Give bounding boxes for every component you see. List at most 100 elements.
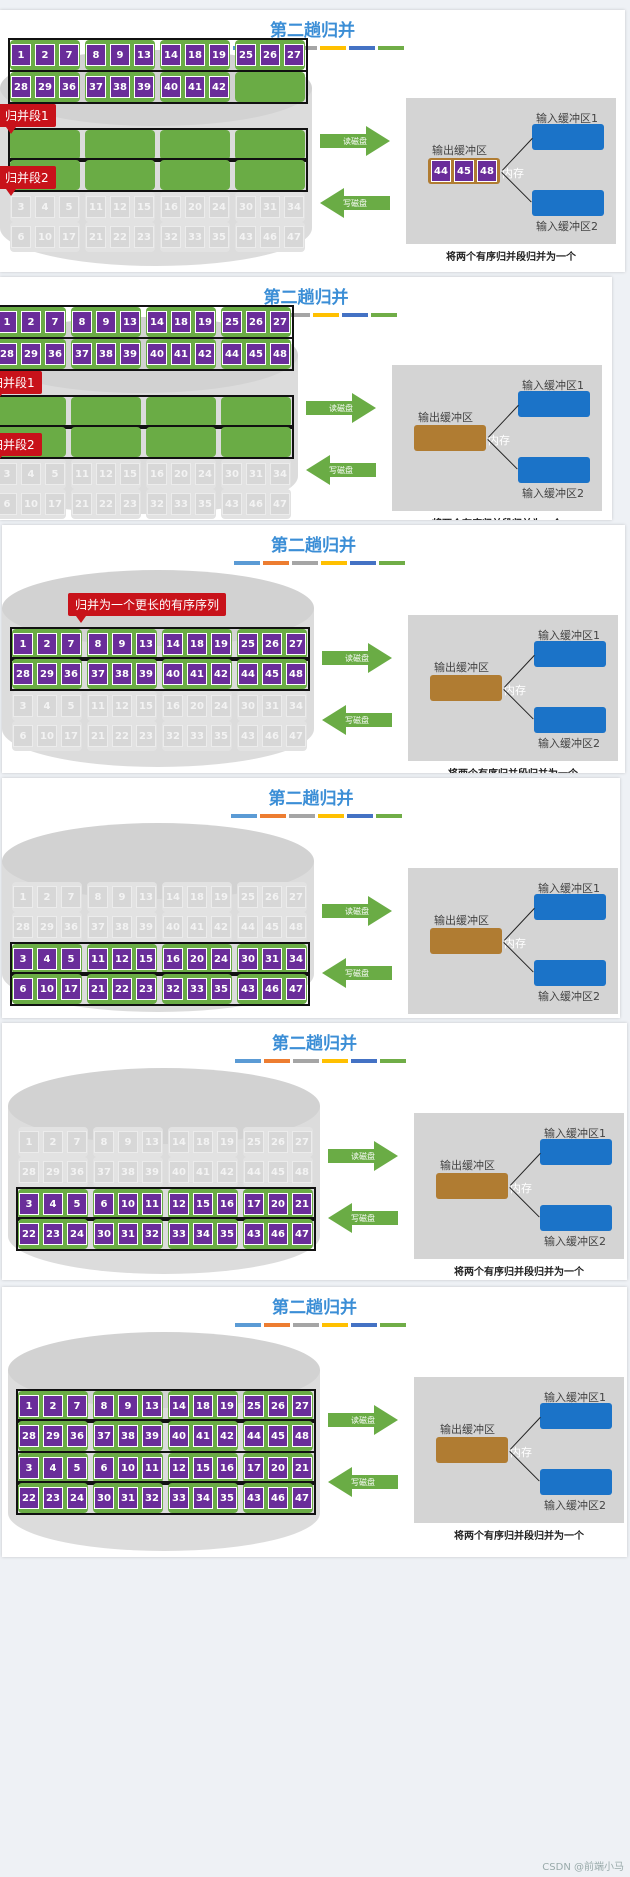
record-cell: 18 [187,633,207,655]
record-cell: 33 [169,1223,189,1245]
record-cell: 31 [118,1487,138,1509]
output-buffer-label: 输出缓冲区 [418,411,473,424]
record-cell: 46 [268,1487,288,1509]
input-buffer-1-label: 输入缓冲区1 [522,379,584,392]
record-cell: 3 [13,695,33,717]
input-buffer-2-label: 输入缓冲区2 [544,1235,606,1248]
record-cell: 37 [72,343,92,365]
record-cell: 9 [96,311,116,333]
record-cell: 40 [169,1425,189,1447]
record-cell: 9 [112,886,132,908]
record-cell: 4 [37,948,57,970]
record-cell: 38 [96,343,116,365]
write-disk-arrow-shape [322,705,392,735]
record-cell: 23 [120,493,140,515]
input-buffer-2-label: 输入缓冲区2 [538,990,600,1003]
record-cell: 12 [112,695,132,717]
input-buffer-1 [534,641,606,667]
record-cell: 23 [136,978,156,1000]
input-buffer-1-label: 输入缓冲区1 [538,882,600,895]
record-cell: 1 [13,886,33,908]
record-cell: 28 [13,663,33,685]
record-cell: 30 [94,1487,114,1509]
record-cell: 24 [67,1223,87,1245]
read-disk-arrow-shape [328,1405,398,1435]
record-cell: 38 [110,76,130,98]
merge-caption: 将两个有序归并段归并为一个 [454,1267,584,1278]
record-cell: 21 [292,1457,312,1479]
record-cell: 26 [262,633,282,655]
record-cell: 37 [94,1161,114,1183]
record-cell: 13 [136,633,156,655]
record-cell: 45 [262,916,282,938]
write-disk-arrow: 写磁盘 [328,1467,398,1497]
color-bar-seg-5 [342,313,368,317]
record-cell: 16 [161,196,181,218]
record-cell: 42 [209,76,229,98]
slide-title: 第二趟归并 [272,1034,357,1054]
write-disk-arrow-shape [322,958,392,988]
record-cell: 35 [211,978,231,1000]
write-disk-arrow-label: 写磁盘 [343,198,367,208]
read-disk-arrow: 读磁盘 [322,896,392,926]
color-bar-seg-6 [379,1059,406,1063]
color-bar-seg-2 [263,1059,290,1063]
input-buffer-2 [540,1205,612,1231]
write-disk-arrow: 写磁盘 [320,188,390,218]
record-cell: 43 [244,1223,264,1245]
record-cell: 8 [72,311,92,333]
record-cell: 1 [19,1131,39,1153]
record-cell: 29 [37,663,57,685]
record-cell: 1 [0,311,17,333]
record-cell: 21 [86,226,106,248]
record-cell: 4 [21,463,41,485]
record-cell: 21 [88,978,108,1000]
input-buffer-1 [518,391,590,417]
record-cell: 42 [211,916,231,938]
record-cell: 36 [61,916,81,938]
output-buffer-cell: 48 [477,160,497,182]
record-cell: 47 [292,1223,312,1245]
record-cell: 24 [195,463,215,485]
record-cell: 37 [88,663,108,685]
record-block [85,130,155,160]
record-cell: 19 [211,633,231,655]
record-cell: 45 [246,343,266,365]
record-cell: 33 [171,493,191,515]
record-cell: 39 [136,916,156,938]
record-block [71,397,141,427]
watermark: CSDN @前端小马 [542,1862,624,1873]
record-cell: 37 [94,1425,114,1447]
record-cell: 12 [110,196,130,218]
record-cell: 24 [211,695,231,717]
record-cell: 46 [260,226,280,248]
write-disk-arrow-shape [328,1203,398,1233]
color-bar-seg-6 [376,814,402,818]
read-disk-arrow-label: 读磁盘 [345,906,369,916]
color-bar-seg-5 [350,1059,377,1063]
record-cell: 5 [59,196,79,218]
